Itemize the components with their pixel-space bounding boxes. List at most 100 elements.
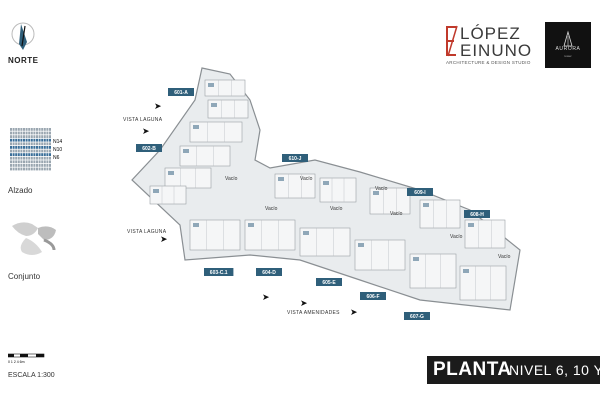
svg-text:604-D: 604-D <box>262 270 276 276</box>
elevation-cell <box>49 164 51 167</box>
elevation-cell <box>49 167 51 171</box>
elevation-cell <box>30 131 33 135</box>
plan-unit-area <box>354 239 406 271</box>
elevation-cell <box>41 160 44 164</box>
plan-title: PLANTA <box>433 359 512 380</box>
elevation-cell <box>30 167 33 171</box>
void-label: Vacío <box>225 176 238 182</box>
plan-unit-area <box>204 79 246 97</box>
elevation-cell <box>46 149 49 153</box>
level-n14: N14 <box>53 139 62 145</box>
elevation-cell <box>43 142 46 146</box>
svg-text:603-C.1: 603-C.1 <box>210 270 228 276</box>
plan-unit-area <box>459 265 507 301</box>
elevation-cell <box>17 153 20 156</box>
lopez-einuno-logo <box>446 25 458 57</box>
elevation-cell <box>28 153 31 156</box>
elevation-cell <box>12 146 15 149</box>
elevation-cell <box>20 167 23 171</box>
elevation-cell <box>30 153 33 156</box>
elevation-cell <box>49 131 51 135</box>
svg-text:607-G: 607-G <box>410 314 424 320</box>
elevation-cell <box>25 142 28 146</box>
elevation-cell <box>20 153 23 156</box>
elevation-cell <box>25 164 28 167</box>
plan-unit-area <box>369 187 411 215</box>
elevation-cell <box>28 135 31 138</box>
void-label: Vacío <box>498 254 511 260</box>
elevation-cell <box>41 149 44 153</box>
elevation-cell <box>12 128 15 131</box>
elevation-cell <box>10 156 12 160</box>
elevation-cell <box>38 149 41 153</box>
svg-text:602-B: 602-B <box>142 146 156 152</box>
unit-tag: 601-A <box>168 88 194 96</box>
elevation-cell <box>49 128 51 131</box>
elevation-cell <box>10 160 12 164</box>
elevation-drawing: N14 N10 N6 <box>10 128 62 171</box>
view-arrow-icon: ➤ <box>300 298 308 308</box>
elevation-cell <box>41 138 44 142</box>
elevation-cell <box>25 167 28 171</box>
elevation-cell <box>46 160 49 164</box>
elevation-cell <box>23 167 25 171</box>
elevation-cell <box>30 138 33 142</box>
elevation-cell <box>41 146 44 149</box>
elevation-cell <box>36 138 38 142</box>
elevation-cell <box>43 153 46 156</box>
view-arrow-icon: ➤ <box>142 126 150 136</box>
void-label: Vacío <box>300 176 313 182</box>
plan-levels: NIVEL 6, 10 Y 14 <box>509 362 600 378</box>
elevation-cell <box>30 146 33 149</box>
elevation-cell <box>15 167 18 171</box>
plan-unit-area <box>319 177 357 203</box>
north-arrow-icon <box>11 22 35 50</box>
elevation-cell <box>46 156 49 160</box>
elevation-cell <box>36 164 38 167</box>
elevation-cell <box>28 142 31 146</box>
elevation-cell <box>41 128 44 131</box>
elevation-cell <box>49 153 51 156</box>
elevation-cell <box>23 156 25 160</box>
level-n10: N10 <box>53 147 62 153</box>
elevation-cell <box>36 135 38 138</box>
elevation-cell <box>33 160 36 164</box>
elevation-cell <box>36 167 38 171</box>
elevation-cell <box>20 164 23 167</box>
elevation-cell <box>15 131 18 135</box>
elevation-cell <box>33 128 36 131</box>
site-context-label: Conjunto <box>8 272 41 281</box>
unit-tag: 607-G <box>404 312 430 320</box>
elevation-cell <box>20 138 23 142</box>
elevation-cell <box>46 146 49 149</box>
elevation-cell <box>38 138 41 142</box>
elevation-cell <box>23 131 25 135</box>
elevation-cell <box>33 149 36 153</box>
plan-unit-area <box>189 121 243 143</box>
elevation-cell <box>43 128 46 131</box>
elevation-cell <box>41 142 44 146</box>
elevation-cell <box>15 153 18 156</box>
elevation-cell <box>43 146 46 149</box>
elevation-cell <box>30 142 33 146</box>
elevation-cell <box>15 164 18 167</box>
view-arrow-icon: ➤ <box>154 101 162 111</box>
elevation-cell <box>33 131 36 135</box>
elevation-cell <box>17 142 20 146</box>
elevation-cell <box>38 146 41 149</box>
elevation-cell <box>43 156 46 160</box>
elevation-cell <box>38 160 41 164</box>
elevation-cell <box>46 138 49 142</box>
scale-label: ESCALA 1:300 <box>8 372 55 379</box>
lopez-name-line1: LÓPEZ <box>460 24 521 43</box>
elevation-cell <box>49 142 51 146</box>
elevation-cell <box>23 135 25 138</box>
elevation-cell <box>30 164 33 167</box>
elevation-cell <box>38 131 41 135</box>
elevation-cell <box>20 135 23 138</box>
elevation-cell <box>25 135 28 138</box>
elevation-cell <box>33 156 36 160</box>
plan-unit-area <box>299 227 351 257</box>
elevation-cell <box>43 160 46 164</box>
